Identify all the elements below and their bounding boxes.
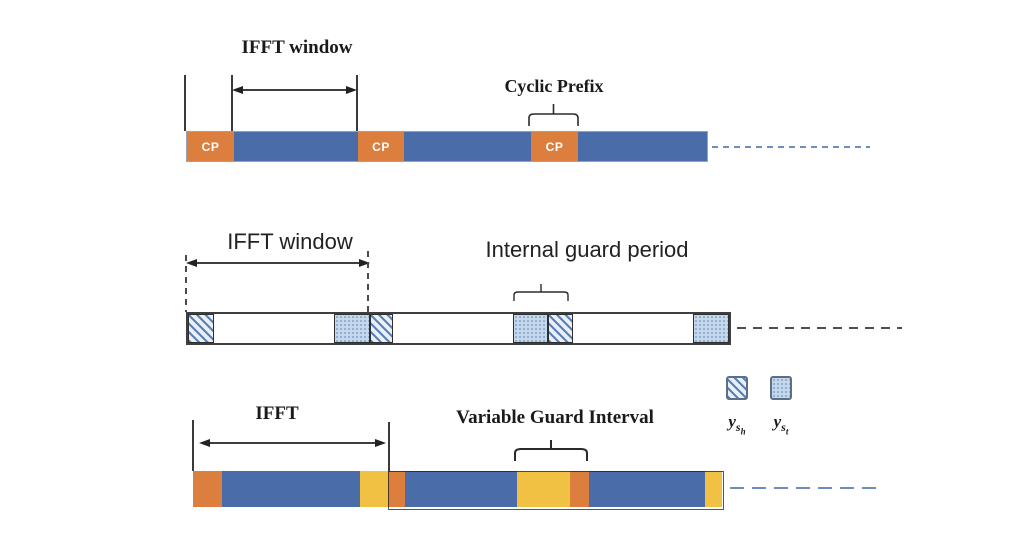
tick-mark [388, 422, 390, 473]
row1-continuation-dashes [712, 146, 870, 148]
legend-symbol-sub: s [735, 420, 741, 435]
head-guard-segment [188, 314, 214, 343]
guard-segment [360, 471, 388, 507]
head-guard-segment [548, 314, 573, 343]
row2-ifft-window-arrow [186, 259, 370, 267]
window-boundary-dashed-line [185, 255, 187, 312]
data-segment [214, 314, 334, 343]
legend-head-sample-label: ysh [717, 412, 757, 437]
cp-segment: CP [531, 132, 578, 161]
legend-symbol-base: y [773, 412, 782, 431]
data-segment [589, 471, 705, 507]
variable-guard-segment [517, 471, 570, 507]
data-segment [405, 471, 517, 507]
row2-ifft-window-label: IFFT window [227, 229, 353, 254]
tick-mark [231, 75, 233, 131]
cp-segment-label: CP [201, 139, 220, 154]
guard-interval-symbol-bar [186, 312, 731, 345]
data-segment [393, 314, 513, 343]
row2-continuation-dashes [737, 327, 902, 329]
variable-guard-symbol-bar [193, 471, 722, 507]
tick-mark [184, 75, 186, 131]
legend-tail-sample-swatch [770, 376, 792, 400]
legend-tail-sample-label: yst [761, 412, 801, 437]
cp-segment-label: CP [372, 139, 390, 154]
legend-head-sample-swatch [726, 376, 748, 400]
data-segment [573, 314, 693, 343]
row3-ifft-arrow [199, 439, 386, 447]
cyclic-prefix-brace [528, 104, 579, 126]
variable-guard-brace [514, 440, 588, 461]
row1-ifft-window-label: IFFT window [241, 37, 353, 58]
legend-symbol-base: y [728, 412, 736, 431]
guard-segment [570, 471, 589, 507]
data-segment [222, 471, 360, 507]
cp-segment-label: CP [545, 139, 564, 154]
tail-guard-segment [693, 314, 729, 343]
legend-symbol-subsub: t [785, 426, 789, 437]
guard-segment [388, 471, 405, 507]
variable-guard-interval-label: Variable Guard Interval [456, 407, 654, 428]
legend-symbol-subsub: h [740, 426, 746, 437]
row3-continuation-dashes [730, 487, 880, 489]
tail-guard-segment [334, 314, 370, 343]
guard-segment [705, 471, 722, 507]
cyclic-prefix-label: Cyclic Prefix [504, 76, 604, 96]
guard-segment [193, 471, 222, 507]
cp-segment: CP [358, 132, 404, 161]
internal-guard-brace [513, 284, 569, 301]
data-segment [404, 132, 531, 161]
ifft-window-arrow [232, 86, 357, 94]
cp-ofdm-symbol-bar: CP CP CP [186, 131, 708, 162]
tick-mark [356, 75, 358, 131]
internal-guard-period-label: Internal guard period [485, 237, 689, 262]
row3-ifft-label: IFFT [255, 403, 299, 424]
tail-guard-segment [513, 314, 548, 343]
head-guard-segment [370, 314, 393, 343]
data-segment [578, 132, 707, 161]
cp-segment: CP [187, 132, 234, 161]
window-boundary-dashed-line [367, 251, 369, 312]
data-segment [234, 132, 358, 161]
legend-symbol-sub: s [781, 420, 786, 435]
tick-mark [192, 420, 194, 471]
